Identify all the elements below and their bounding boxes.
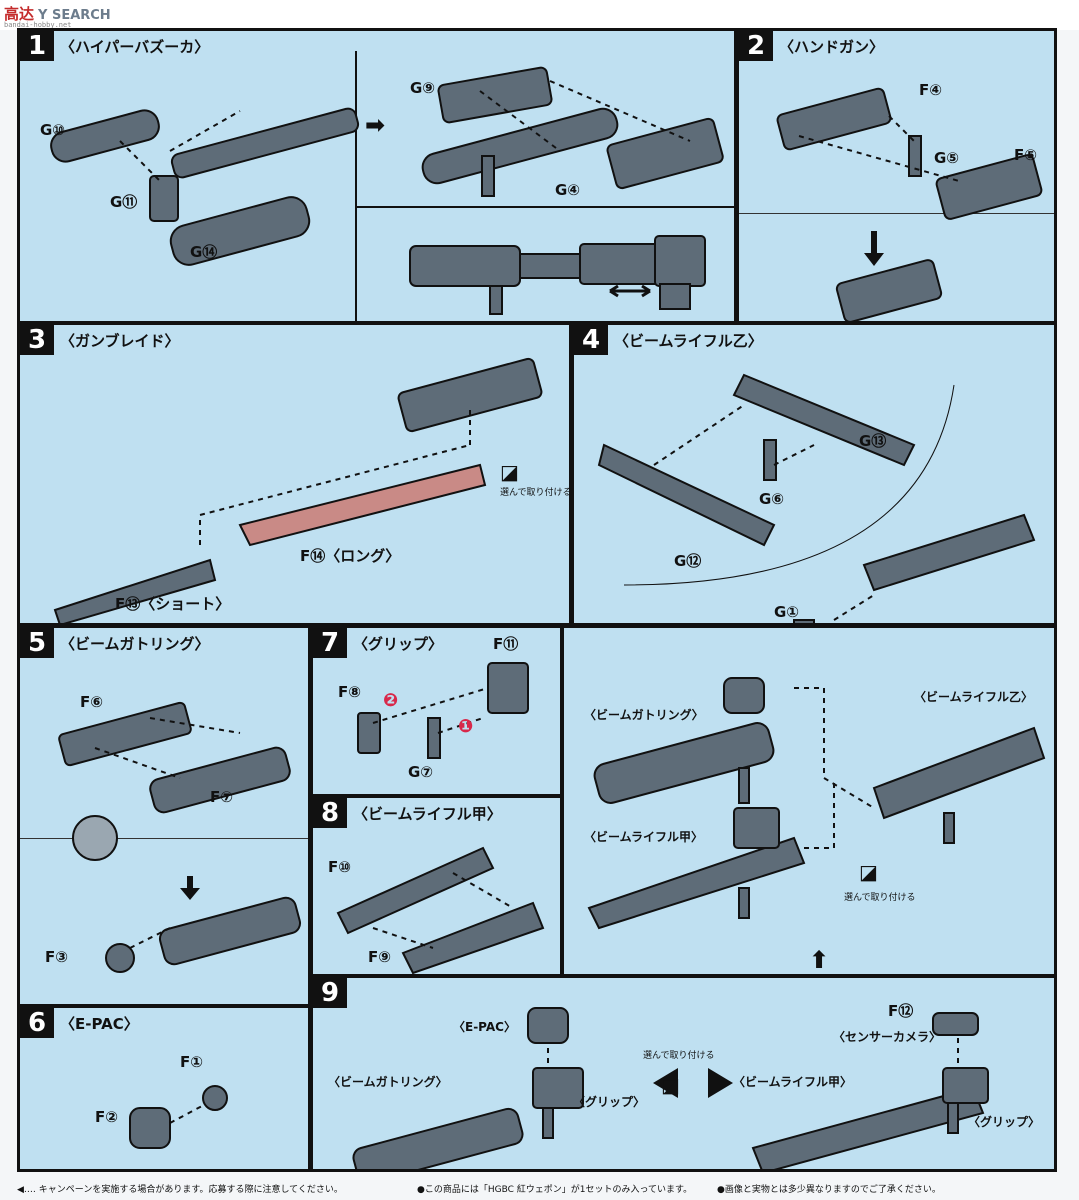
step9-label-rifle-kou: 〈ビームライフル甲〉 [733,1075,853,1089]
logo-text: 高达 [4,5,35,23]
order-marker: ❶ [458,716,474,737]
part-label: G⑨ [410,79,436,97]
step-1-panel: 1 〈ハイパーバズーカ〉 G⑩ G⑪ G⑭ ➡ [20,31,734,321]
step-4-panel: 4 〈ビームライフル乙〉 G⑬ G⑥ G⑫ G① [574,325,1054,623]
footer-note-middle: ●この商品には「HGBC 紅ウェポン」が1セットのみ入っています。 [417,1185,693,1195]
part-label: F⑩ [328,858,351,876]
step9-label-gatling: 〈ビームガトリング〉 [328,1075,448,1089]
step-number: 8 [313,798,347,828]
step9-label-grip: 〈グリップ〉 [968,1115,1041,1129]
part-label: G⑬ [859,432,887,450]
footer-note-right: ●画像と実物とは多少異なりますのでご了承ください。 [717,1185,941,1195]
logo-subtext: bandai-hobby.net [4,21,72,29]
gatling-parts [58,701,302,973]
part-label: F⑬〈ショート〉 [115,595,231,613]
arrow-right-icon: ➡ [365,111,386,139]
part-label: G④ [555,181,581,199]
step-number: 3 [20,325,54,355]
step-title: 〈ビームガトリング〉 [60,635,210,653]
step-title: 〈ビームライフル乙〉 [614,332,763,350]
choose-note: 選んで取り付ける [844,893,916,903]
step9-label-epac: 〈E-PAC〉 [453,1020,516,1034]
assembly-label-rifle-kou: 〈ビームライフル甲〉 [584,830,704,844]
part-label: F⑪ [493,635,519,653]
step-number: 6 [20,1008,54,1038]
part-label: G① [774,603,800,621]
choose-icon: ◪ [661,1073,680,1097]
part-label: F⑨ [368,948,391,966]
part-label: F② [95,1108,118,1126]
arrow-up-icon: ⬆ [809,946,830,974]
step-number: 4 [574,325,608,355]
step-title: 〈グリップ〉 [353,635,444,653]
part-label: F⑧ [338,683,361,701]
epac-parts [129,1085,228,1149]
step-number: 2 [739,31,773,61]
step-number: 1 [20,31,54,61]
watermark-text: Y SEARCH [38,8,111,23]
footer-notes: ◀‥‥ キャンペーンを実施する場合があります。応募する際に注意してください。 ●… [17,1178,1057,1198]
step-2-panel: 2 〈ハンドガン〉 F④ G⑤ F⑤ [739,31,1054,321]
part-label: F③ [45,948,68,966]
choose-icon: ◪ [859,860,878,884]
part-label: G⑤ [934,149,960,167]
grip-parts [357,662,529,759]
part-label: F① [180,1053,203,1071]
step-9-diagram [352,1007,989,1169]
part-label: F⑫ [888,1002,914,1020]
part-label: G⑩ [40,121,66,139]
rifle-otsu-parts [597,373,1036,623]
step-title: 〈ビームライフル甲〉 [353,805,502,823]
handgun-parts [776,87,1043,321]
part-label: G⑫ [674,552,702,570]
part-label: G⑥ [759,490,785,508]
step-7-panel: 7 〈グリップ〉 F⑪ F⑧ G⑦ ❷ ❶ [313,628,560,794]
step9-label-grip: 〈グリップ〉 [573,1095,646,1109]
step-number: 9 [313,978,347,1008]
step-3-panel: 3 〈ガンブレイド〉 ◪ 選んで取り付ける F⑭〈ロング〉 F⑬〈ショート〉 [20,325,569,623]
instruction-sheet: 1 〈ハイパーバズーカ〉 G⑩ G⑪ G⑭ ➡ [17,28,1057,1172]
step-number: 7 [313,628,347,658]
footer-note-left: ◀‥‥ キャンペーンを実施する場合があります。応募する際に注意してください。 [17,1185,343,1195]
step-title: 〈ガンブレイド〉 [60,332,180,350]
part-label: F⑦ [210,788,233,806]
assembly-label-rifle-otsu: 〈ビームライフル乙〉 [914,690,1034,704]
bazooka-barrel-parts [50,107,360,266]
step9-label-sensor: 〈センサーカメラ〉 [833,1030,942,1044]
rifle-kou-parts [336,846,545,974]
step-title: 〈E-PAC〉 [60,1015,139,1033]
bazooka-assembled-parts [421,66,724,197]
bazooka-complete [409,235,706,315]
part-label: F⑭〈ロング〉 [300,547,401,565]
choose-icon: ◪ [500,460,519,484]
part-label: F⑥ [80,693,103,711]
step-9-panel: 9 〈E-PAC〉 〈ビームガトリング〉 〈グリップ〉 ◪ 選んで取り付ける 〈… [313,978,1054,1169]
gunblade-parts [53,357,543,623]
step-6-panel: 6 〈E-PAC〉 F① F② [20,1008,308,1169]
part-label: G⑦ [408,763,434,781]
part-label: F④ [919,81,942,99]
choose-note: 選んで取り付ける [643,1051,715,1061]
order-marker: ❷ [383,690,399,711]
assembly-diagram [587,677,1046,930]
assembly-overview-panel: 〈ビームガトリング〉 〈ビームライフル乙〉 〈ビームライフル甲〉 ◪ 選んで取り… [564,628,1054,974]
step-title: 〈ハンドガン〉 [779,38,885,56]
assembly-label-gatling: 〈ビームガトリング〉 [584,708,704,722]
step-5-panel: 5 〈ビームガトリング〉 F⑥ F⑦ F③ [20,628,308,1004]
step-title: 〈ハイパーバズーカ〉 [60,38,210,56]
step-number: 5 [20,628,54,658]
part-label: G⑪ [110,193,138,211]
part-label: G⑭ [190,243,218,261]
choose-note: 選んで取り付ける [500,488,569,498]
part-label: F⑤ [1014,146,1037,164]
step-8-panel: 8 〈ビームライフル甲〉 F⑩ F⑨ [313,798,560,974]
